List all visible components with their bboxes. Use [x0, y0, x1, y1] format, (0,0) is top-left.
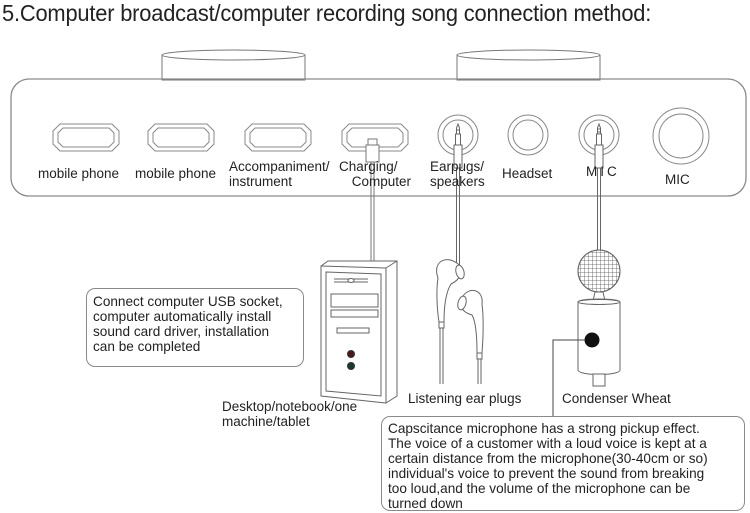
earphone-cable [453, 122, 463, 265]
computer-label-line: Desktop/notebook/one [222, 399, 358, 414]
port-headset[interactable] [507, 114, 549, 156]
port-label-earphones: Earpugs/ speakers [430, 159, 485, 189]
usb-note-line: can be completed [93, 339, 201, 354]
port-label-line: Charging/ [339, 159, 398, 174]
port-mobile-phone-1[interactable] [52, 123, 120, 152]
port-label-mobile-phone-2: mobile phone [135, 166, 217, 181]
mic-note-line: Capscitance microphone has a strong pick… [388, 421, 700, 436]
usb-cable [365, 138, 380, 262]
port-label-line: Accompaniment/ [229, 159, 330, 174]
port-label-line: Computer [351, 174, 411, 189]
port-label-accompaniment: Accompaniment/ instrument [229, 159, 330, 189]
mic-note-line: certain distance from the microphone(30-… [388, 451, 708, 466]
page-title: 5.Computer broadcast/computer recording … [2, 0, 652, 26]
port-mobile-phone-2[interactable] [147, 123, 215, 152]
port-mic-large[interactable] [652, 107, 710, 165]
computer-label-line: machine/tablet [222, 414, 310, 429]
port-label-mic-small: MIC [586, 164, 620, 179]
earphones-icon [436, 259, 484, 384]
sound-card-panel [10, 78, 747, 197]
knob-right [456, 49, 601, 81]
usb-note: Connect computer USB socket, computer au… [86, 288, 304, 367]
knob-left [161, 49, 306, 81]
mic-cable [594, 122, 604, 250]
port-accompaniment[interactable] [244, 123, 312, 152]
port-label-mic-large: MIC [665, 172, 690, 187]
desktop-tower-icon [320, 260, 398, 404]
mic-note-line: too loud,and the volume of the microphon… [388, 481, 691, 496]
mic-note-line: individual's voice to prevent the sound … [388, 466, 705, 481]
condenser-microphone-icon [577, 249, 621, 387]
port-label-mobile-phone-1: mobile phone [38, 166, 120, 181]
earphones-label: Listening ear plugs [408, 391, 522, 406]
mic-note-line: The voice of a customer with a loud voic… [388, 436, 707, 451]
usb-note-line: Connect computer USB socket, [93, 294, 283, 309]
mic-leader-line [552, 339, 585, 420]
port-charging-computer[interactable] [341, 123, 409, 152]
port-label-line: speakers [430, 174, 485, 189]
microphone-label: Condenser Wheat [562, 391, 671, 406]
port-label-line: instrument [229, 174, 293, 189]
port-label-line: Earpugs/ [430, 159, 485, 174]
usb-note-line: computer automatically install [93, 309, 272, 324]
port-label-charging-computer: Charging/ Computer [339, 159, 411, 189]
usb-note-line: sound card driver, installation [93, 324, 270, 339]
port-label-headset: Headset [502, 166, 553, 181]
computer-label: Desktop/notebook/one machine/tablet [222, 399, 357, 429]
mic-note-line: turned down [388, 496, 463, 511]
mic-note: Capscitance microphone has a strong pick… [381, 416, 745, 511]
